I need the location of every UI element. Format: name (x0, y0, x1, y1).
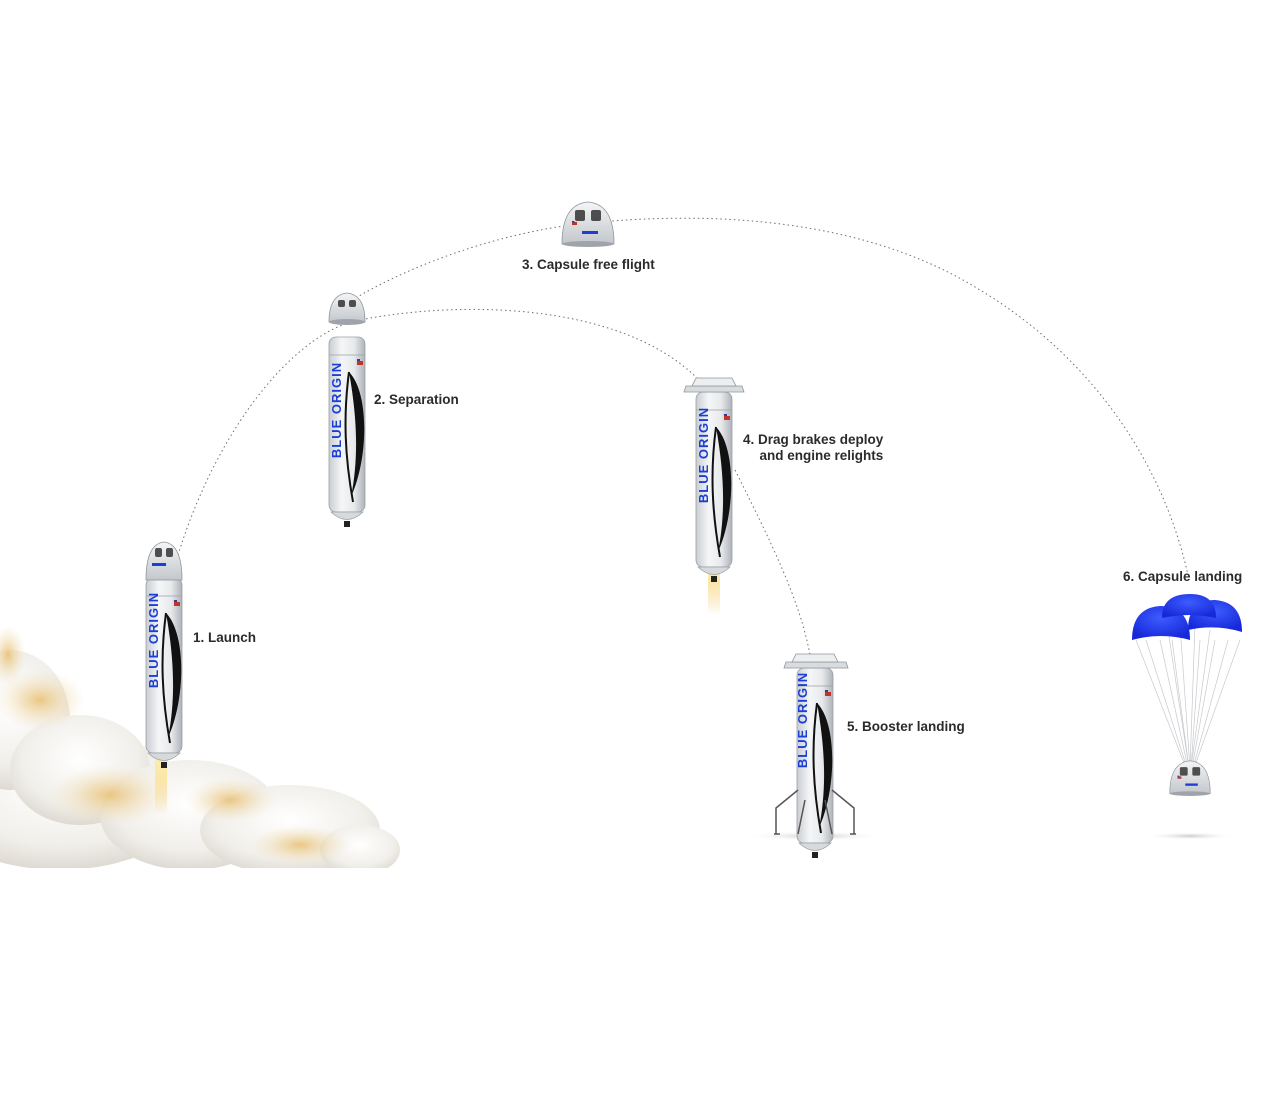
booster-trajectory (177, 308, 713, 556)
parachute-icon (1132, 594, 1242, 769)
brand-text-drag: BLUE ORIGIN (696, 407, 711, 503)
booster-descent (734, 469, 811, 656)
step-label-launch: 1. Launch (193, 630, 257, 645)
trajectory-lines (177, 217, 1189, 656)
step-label-booster-landing: 5. Booster landing (847, 719, 965, 734)
brand-text-landing: BLUE ORIGIN (795, 672, 810, 768)
booster-landing-rocket-icon (745, 653, 885, 859)
free-flight-capsule-icon (561, 201, 615, 248)
drag-brakes-rocket-icon (683, 377, 745, 615)
step-label-drag-brakes-line-2: and engine relights (759, 448, 884, 463)
step-label-separation: 2. Separation (374, 392, 459, 407)
launch-rocket-icon (145, 541, 183, 815)
step-label-drag-brakes: 4. Drag brakes deploy and engine relight… (743, 432, 883, 464)
step-label-free-flight: 3. Capsule free flight (522, 257, 655, 272)
separation-rocket-icon (328, 292, 366, 528)
brand-text-separation: BLUE ORIGIN (329, 362, 344, 458)
step-label-capsule-landing: 6. Capsule landing (1123, 569, 1243, 584)
smoke-cloud-icon (0, 625, 400, 898)
capsule-trajectory (351, 217, 1189, 576)
brand-text-launch: BLUE ORIGIN (146, 592, 161, 688)
step-label-drag-brakes-line-1: 4. Drag brakes deploy (743, 432, 884, 447)
capsule-shadow (1145, 832, 1235, 840)
landing-capsule-icon (1169, 760, 1211, 797)
